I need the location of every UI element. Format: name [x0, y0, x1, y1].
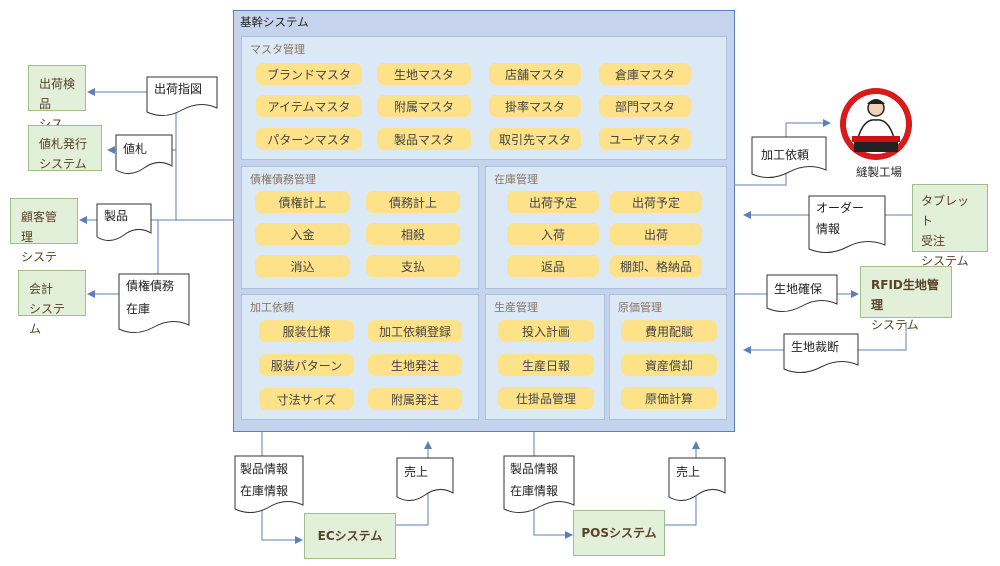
master-title: マスタ管理: [250, 43, 305, 56]
document-shape: [503, 455, 575, 513]
system-label: 顧客管理: [21, 210, 58, 244]
master-item: ユーザマスタ: [599, 128, 691, 150]
document-shape: [96, 203, 152, 241]
system-label: システム: [39, 157, 87, 171]
system-label: タブレット: [921, 194, 970, 228]
production-item: 仕掛品管理: [498, 387, 594, 409]
debt-item: 債権計上: [255, 191, 350, 213]
doc-label: 製品: [104, 209, 129, 223]
document-shape: [751, 136, 827, 178]
process-item: 服装仕様: [259, 320, 354, 342]
document-shape: [396, 457, 454, 501]
master-item: ブランドマスタ: [256, 63, 362, 85]
accounting-system: 会計 システム: [18, 270, 86, 336]
doc-label: 売上: [676, 465, 701, 479]
doc-label: 在庫情報: [240, 484, 289, 498]
doc-label: 出荷指図: [154, 82, 203, 96]
stock-item: 出荷予定: [610, 191, 702, 213]
master-item: 部門マスタ: [599, 95, 691, 117]
doc-label: 製品情報: [240, 462, 289, 476]
debt-item: 入金: [255, 223, 350, 245]
production-item: 生産日報: [498, 354, 594, 376]
system-label: 受注: [921, 234, 946, 248]
doc-label: 生地確保: [774, 282, 823, 296]
stock-item: 出荷予定: [507, 191, 599, 213]
stock-item: 棚卸、格納品: [610, 255, 702, 277]
cost-item: 原価計算: [621, 387, 717, 409]
system-label: システム: [921, 254, 969, 268]
cost-item: 費用配賦: [621, 320, 717, 342]
stock-item: 出荷: [610, 223, 702, 245]
doc-label: 在庫: [126, 302, 151, 316]
system-label: システム: [29, 302, 66, 336]
master-item: 倉庫マスタ: [599, 63, 691, 85]
doc-label: 債権債務: [126, 279, 175, 293]
doc-label: 製品情報: [510, 462, 559, 476]
debt-item: 消込: [255, 255, 350, 277]
customer-management-system: 顧客管理 システム: [10, 198, 78, 284]
document-shape: [234, 455, 304, 513]
debt-item: 相殺: [366, 223, 460, 245]
doc-label: 売上: [404, 465, 429, 479]
sewing-factory-icon: [840, 88, 912, 160]
master-item: 掛率マスタ: [489, 95, 581, 117]
system-label: システム: [871, 318, 919, 332]
doc-label: 値札: [123, 142, 148, 156]
doc-label: 情報: [816, 222, 841, 236]
system-label: RFID生地管理: [871, 278, 939, 312]
master-item: 製品マスタ: [377, 128, 471, 150]
production-item: 投入計画: [498, 320, 594, 342]
system-label: 出荷検品: [39, 77, 76, 111]
system-label: 会計: [29, 282, 54, 296]
debt-title: 債権債務管理: [250, 173, 316, 186]
pos-system: POSシステム: [573, 510, 665, 556]
master-item: パターンマスタ: [256, 128, 362, 150]
doc-label: 加工依頼: [761, 148, 810, 162]
ec-system: ECシステム: [304, 513, 396, 559]
shipping-inspection-system: 出荷検品 システム: [28, 65, 86, 151]
tablet-order-system: タブレット 受注 システム: [912, 184, 988, 268]
document-shape: [146, 76, 218, 116]
factory-label: 縫製工場: [856, 165, 902, 179]
stock-item: 入荷: [507, 223, 599, 245]
doc-label: 生地裁断: [791, 340, 840, 354]
document-shape: [808, 195, 886, 253]
cost-item: 資産償却: [621, 354, 717, 376]
doc-label: オーダー: [816, 201, 865, 215]
system-label: 値札発行: [39, 137, 88, 151]
process-item: 寸法サイズ: [259, 388, 354, 410]
master-item: アイテムマスタ: [256, 95, 362, 117]
master-item: 取引先マスタ: [489, 128, 581, 150]
debt-item: 支払: [366, 255, 460, 277]
document-shape: [668, 457, 726, 501]
doc-label: 在庫情報: [510, 484, 559, 498]
document-shape: [115, 134, 173, 174]
rfid-fabric-system: RFID生地管理 システム: [860, 266, 952, 332]
document-shape: [118, 273, 190, 333]
document-shape: [766, 274, 838, 312]
master-item: 店舗マスタ: [489, 63, 581, 85]
cost-title: 原価管理: [618, 301, 662, 314]
process-item: 服装パターン: [259, 354, 354, 376]
process-item: 加工依頼登録: [368, 320, 462, 342]
production-title: 生産管理: [494, 301, 538, 314]
master-item: 生地マスタ: [377, 63, 471, 85]
master-item: 附属マスタ: [377, 95, 471, 117]
stock-item: 返品: [507, 255, 599, 277]
process-title: 加工依頼: [250, 301, 294, 314]
core-system-title: 基幹システム: [240, 15, 309, 29]
stock-title: 在庫管理: [494, 173, 538, 186]
process-item: 附属発注: [368, 388, 462, 410]
process-item: 生地発注: [368, 354, 462, 376]
debt-item: 債務計上: [366, 191, 460, 213]
document-shape: [783, 333, 859, 373]
price-tag-system: 値札発行 システム: [28, 125, 102, 171]
